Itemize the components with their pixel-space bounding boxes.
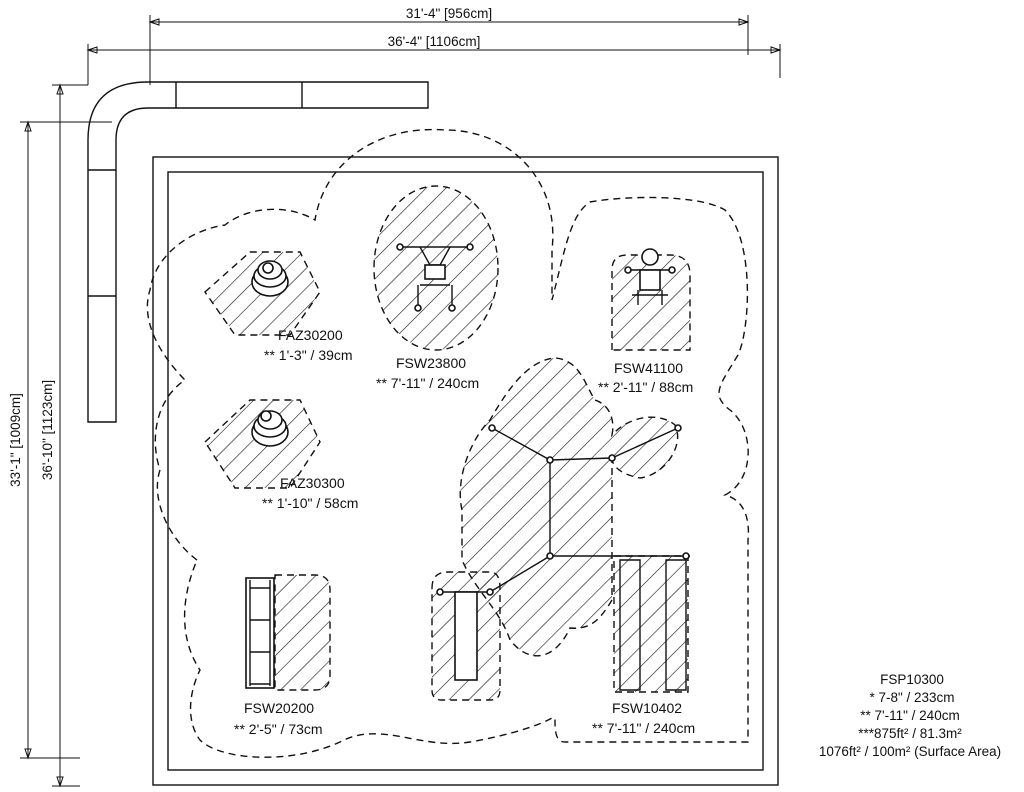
svg-text:FSW41100: FSW41100 [614, 360, 683, 376]
svg-text:** 1'-3" / 39cm: ** 1'-3" / 39cm [264, 347, 353, 363]
svg-text:** 2'-11" / 88cm: ** 2'-11" / 88cm [598, 379, 693, 395]
svg-text:FSW23800: FSW23800 [396, 355, 466, 371]
dimension-top-outer-label: 36'-4" [1106cm] [388, 34, 481, 49]
svg-text:FSW10402: FSW10402 [612, 700, 682, 716]
dimension-top-inner-label: 31'-4" [956cm] [406, 6, 492, 21]
label-fsw23800: FSW23800 ** 7'-11" / 240cm [376, 355, 479, 391]
svg-text:** 2'-5" / 73cm: ** 2'-5" / 73cm [234, 721, 323, 737]
dimension-left-inner-label: 33'-1" [1009cm] [8, 393, 23, 487]
faz30200-spring-rocker-icon [251, 260, 289, 297]
legend-line-4: 1076ft² / 100m² (Surface Area) [819, 744, 1001, 759]
faz30300-fall-zone [204, 399, 321, 489]
outer-boundary [152, 156, 779, 786]
label-fsw10402: FSW10402 ** 7'-11" / 240cm [592, 700, 695, 736]
use-zone-outline [146, 128, 750, 758]
label-fsw41100: FSW41100 ** 2'-11" / 88cm [598, 360, 693, 395]
fsw10402-climbing-structure-icon [436, 424, 690, 691]
fsw20200-fall-zone [275, 575, 330, 690]
faz30300-spring-rocker-icon [251, 410, 289, 447]
dimension-top-inner: 31'-4" [956cm] [148, 6, 750, 85]
dimension-top-outer: 36'-4" [1106cm] [86, 34, 782, 85]
faz30200-fall-zone [204, 251, 321, 336]
dimension-left-inner: 33'-1" [1009cm] [8, 120, 112, 760]
label-faz30300: FAZ30300 ** 1'-10" / 58cm [262, 475, 358, 511]
fsw41100-fall-zone [612, 255, 690, 350]
legend-line-3: ***875ft² / 81.3m² [858, 726, 962, 741]
svg-text:** 1'-10" / 58cm: ** 1'-10" / 58cm [262, 495, 358, 511]
perimeter-bench [87, 81, 429, 423]
fsw10402-fall-zone [460, 358, 678, 656]
dimension-left-outer-label: 36'-10" [1123cm] [40, 380, 55, 480]
legend-line-1: * 7-8" / 233cm [869, 690, 954, 705]
fsw41100-icon [624, 248, 676, 305]
svg-text:FAZ30300: FAZ30300 [280, 475, 345, 491]
dimension-left-outer: 36'-10" [1123cm] [40, 83, 88, 788]
inner-boundary [167, 171, 764, 771]
label-fsw20200: FSW20200 ** 2'-5" / 73cm [234, 700, 323, 737]
svg-text:** 7'-11" / 240cm: ** 7'-11" / 240cm [376, 375, 479, 391]
legend-code: FSP10300 [880, 672, 944, 687]
svg-text:FSW20200: FSW20200 [244, 700, 314, 716]
svg-text:FAZ30200: FAZ30200 [278, 327, 343, 343]
fsw23800-swing-icon [396, 243, 474, 312]
fsw20200-ladder-icon [245, 577, 275, 689]
svg-text:** 7'-11" / 240cm: ** 7'-11" / 240cm [592, 720, 695, 736]
legend: FSP10300 * 7-8" / 233cm ** 7'-11" / 240c… [819, 672, 1001, 759]
label-faz30200: FAZ30200 ** 1'-3" / 39cm [264, 327, 353, 363]
legend-line-2: ** 7'-11" / 240cm [860, 708, 959, 723]
